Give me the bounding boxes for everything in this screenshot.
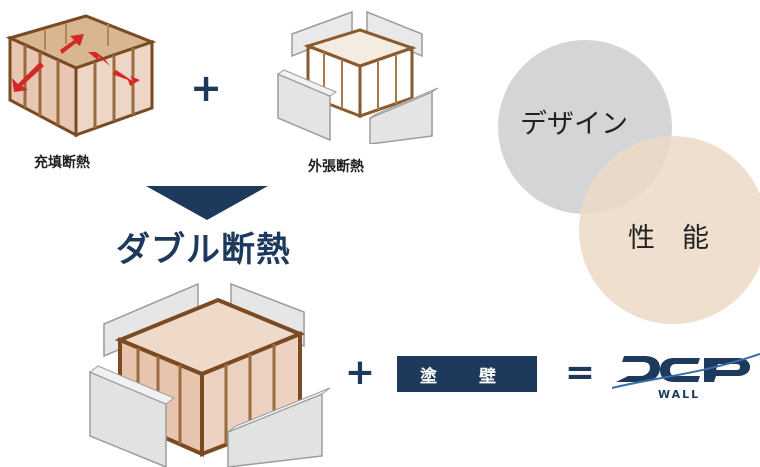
dcp-wall-logo-word: WALL (658, 388, 701, 401)
plus-operator-top: + (190, 66, 222, 110)
venn-label-design: デザイン (520, 109, 628, 140)
exterior-insulation-label: 外張断熱 (308, 159, 364, 175)
plus-operator-bottom: + (344, 352, 376, 393)
double-insulation-illustration (89, 282, 331, 467)
exterior-insulation-illustration (276, 10, 439, 144)
double-insulation-title: ダブル断熱 (116, 230, 291, 270)
fill-insulation-illustration (5, 14, 157, 138)
plaster-wall-badge: 塗 壁 (397, 356, 537, 392)
venn-diagram (498, 40, 760, 324)
dcp-wall-logo-icon (611, 353, 760, 389)
venn-label-performance: 性 能 (628, 223, 709, 254)
dcp-wall-logo: WALL (611, 348, 760, 408)
venn-circle-performance (579, 136, 760, 324)
fill-insulation-label: 充填断熱 (34, 155, 90, 171)
equals-operator: = (564, 352, 596, 393)
down-arrow-icon (146, 186, 268, 220)
